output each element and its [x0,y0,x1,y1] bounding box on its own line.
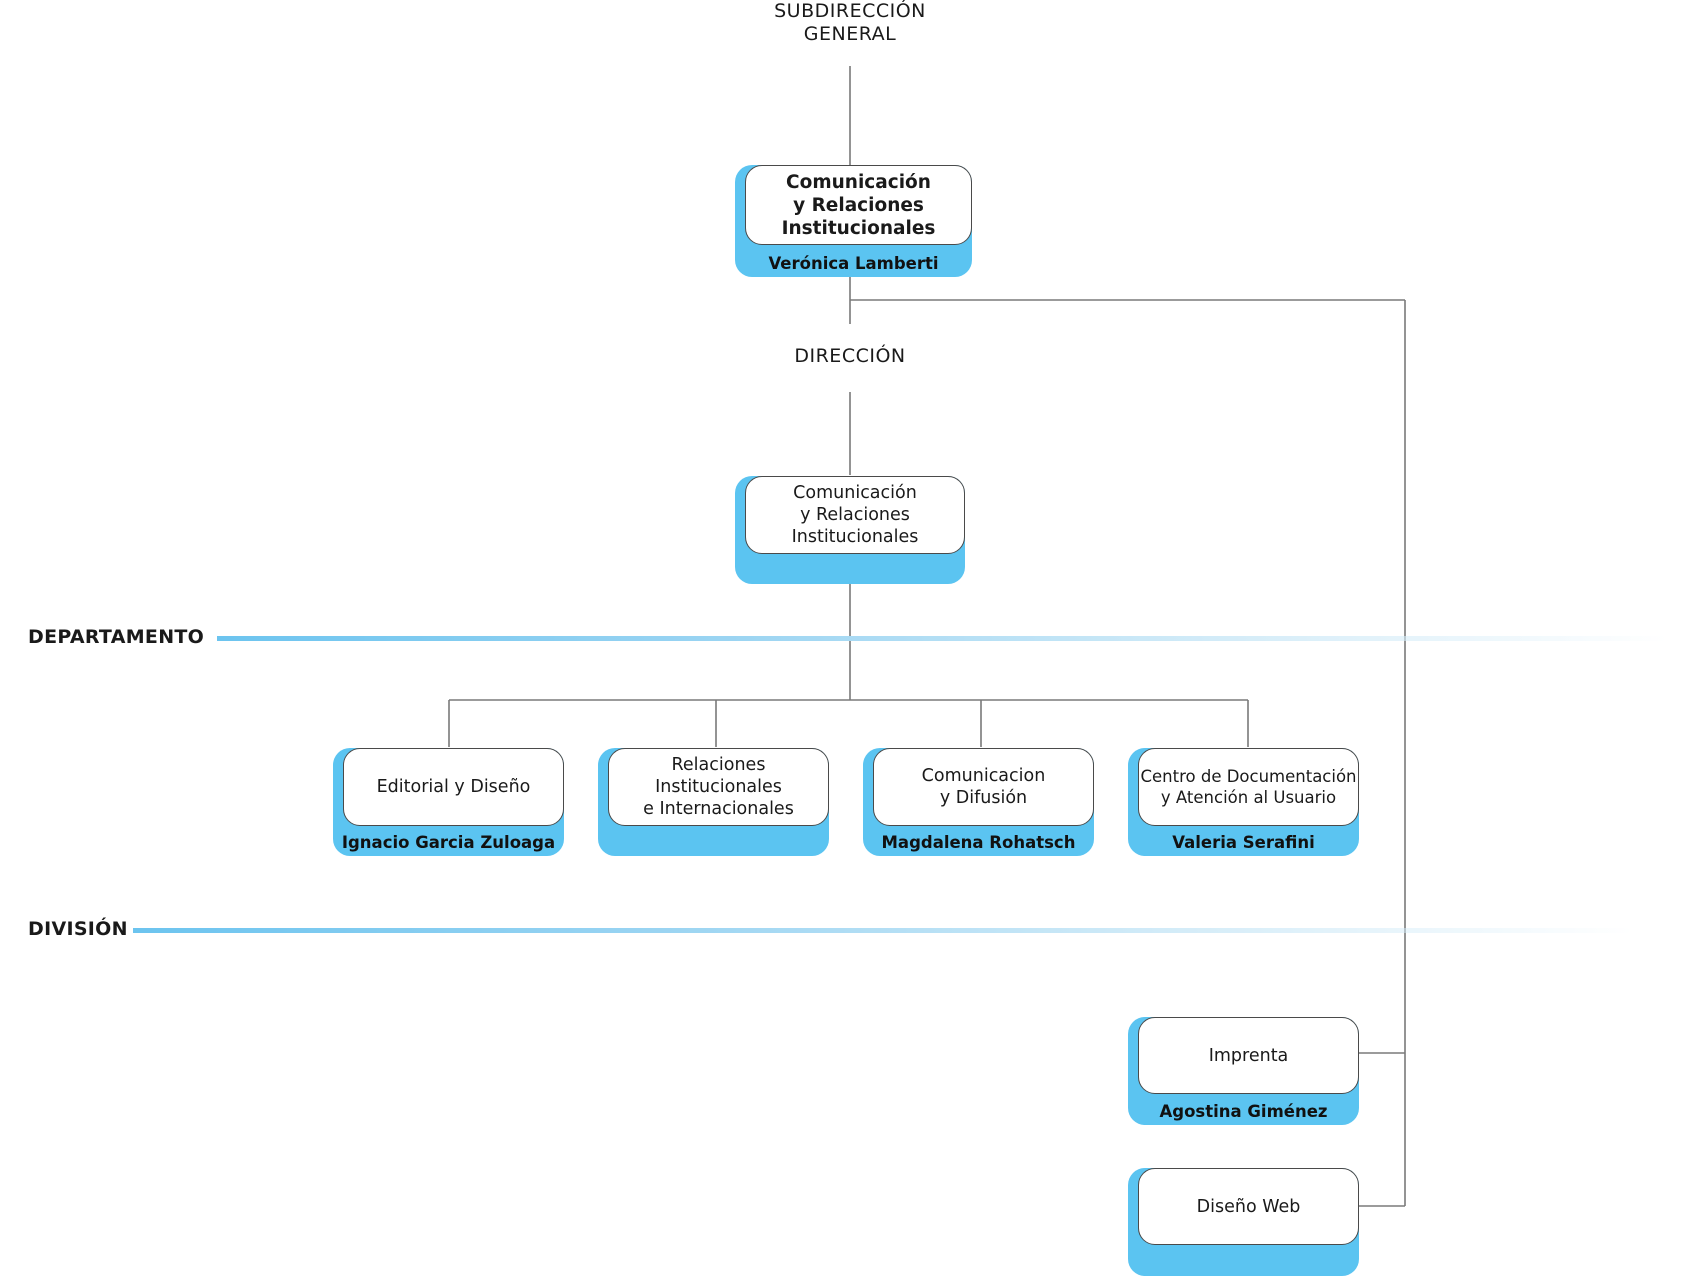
unit-box-title: Comunicación y Relaciones Institucionale… [745,165,972,245]
unit-head-name: Agostina Giménez [1159,1102,1328,1121]
row-label-division: DIVISIÓN [28,918,128,940]
unit-box-title: Comunicación y Relaciones Institucionale… [745,476,965,554]
level-label-line-1: SUBDIRECCIÓN [774,0,926,22]
unit-box-title: Diseño Web [1138,1168,1359,1245]
unit-box-departamento-relaciones: Relaciones Institucionales e Internacion… [598,748,829,856]
level-label-subdireccion-general: SUBDIRECCIÓN GENERAL [730,0,970,46]
unit-title-line-2: y Atención al Usuario [1160,788,1337,807]
row-label-departamento: DEPARTAMENTO [28,626,205,648]
unit-title-line-2: Institucionales [655,777,782,797]
level-label-line-2: GENERAL [803,23,897,45]
unit-box-departamento-comunicacion: Comunicacion y Difusión Magdalena Rohats… [863,748,1094,856]
row-band-division [133,928,1633,933]
level-label-direccion: DIRECCIÓN [794,345,906,367]
unit-title-line-1: Relaciones [671,755,766,775]
unit-box-subdireccion-general: Comunicación y Relaciones Institucionale… [735,165,972,277]
unit-title-line-3: e Internacionales [643,799,794,819]
unit-box-direccion: Comunicación y Relaciones Institucionale… [735,476,965,584]
unit-title-line-1: Editorial y Diseño [376,777,531,797]
row-band-departamento [217,636,1667,641]
unit-box-departamento-documentacion: Centro de Documentación y Atención al Us… [1128,748,1359,856]
unit-box-title: Editorial y Diseño [343,748,564,826]
unit-title-line-1: Diseño Web [1196,1196,1301,1217]
unit-head-name: Magdalena Rohatsch [881,833,1076,852]
unit-title-line-1: Comunicación [793,483,917,503]
unit-title-line-2: y Relaciones [800,505,910,525]
unit-title-line-1: Imprenta [1208,1045,1289,1066]
unit-box-departamento-editorial: Editorial y Diseño Ignacio Garcia Zuloag… [333,748,564,856]
unit-head-name: Verónica Lamberti [768,254,939,273]
unit-title-line-3: Institucionales [781,217,936,239]
unit-title-line-2: y Difusión [939,788,1028,808]
unit-box-title: Comunicacion y Difusión [873,748,1094,826]
unit-title-line-2: y Relaciones [793,194,924,216]
unit-box-title: Imprenta [1138,1017,1359,1094]
unit-box-division-diseno-web: Diseño Web [1128,1168,1359,1276]
unit-head-name: Valeria Serafini [1172,833,1315,852]
unit-box-title: Relaciones Institucionales e Internacion… [608,748,829,826]
unit-box-title: Centro de Documentación y Atención al Us… [1138,748,1359,826]
unit-title-line-3: Institucionales [791,527,919,547]
unit-title-line-1: Centro de Documentación [1140,767,1357,786]
unit-title-line-1: Comunicación [786,171,931,193]
unit-title-line-1: Comunicacion [921,766,1046,786]
unit-box-division-imprenta: Imprenta Agostina Giménez [1128,1017,1359,1125]
unit-head-name: Ignacio Garcia Zuloaga [341,833,556,852]
